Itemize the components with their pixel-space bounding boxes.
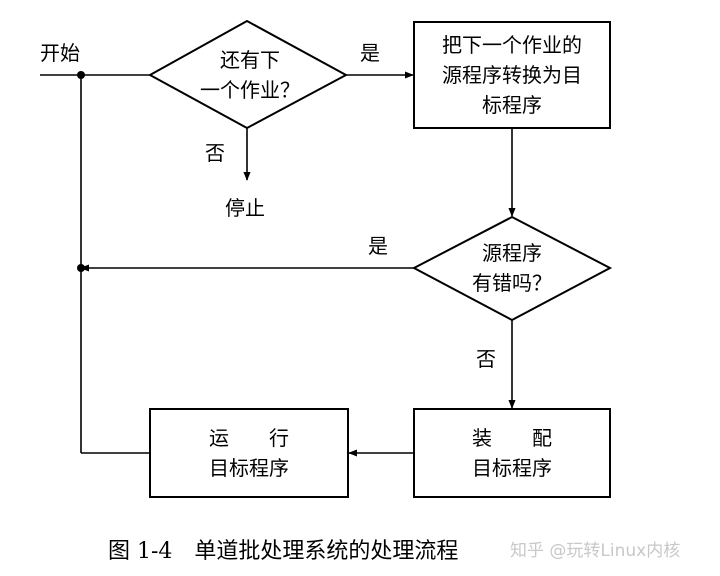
junction-mid (77, 264, 85, 272)
yes-label-mid: 是 (368, 234, 388, 258)
decision-more-jobs: 还有下 一个作业？ (147, 19, 349, 130)
figure-caption: 图 1-4 单道批处理系统的处理流程 (108, 539, 458, 564)
decision-errors: 源程序 有错吗？ (411, 215, 613, 322)
run-box-line-1: 运 行 (209, 426, 289, 450)
decision-more-jobs-line-1: 还有下 (220, 48, 280, 72)
convert-box-line-3: 标程序 (482, 93, 542, 117)
watermark: 知乎 @玩转Linux内核 (510, 541, 680, 561)
yes-label-top: 是 (360, 41, 380, 65)
edges (40, 71, 516, 457)
convert-box-line-1: 把下一个作业的 (442, 33, 582, 57)
decision-errors-line-1: 源程序 (482, 241, 542, 265)
decision-more-jobs-line-2: 一个作业？ (200, 78, 300, 102)
run-box: 运 行 目标程序 (149, 408, 349, 498)
assemble-box-line-2: 目标程序 (472, 456, 552, 480)
start-label: 开始 (40, 41, 80, 65)
stop-label: 停止 (225, 196, 265, 220)
decision-errors-line-2: 有错吗？ (472, 271, 552, 295)
junction-top (77, 71, 85, 79)
no-label-top: 否 (205, 141, 225, 165)
convert-box: 把下一个作业的 源程序转换为目 标程序 (413, 21, 611, 129)
assemble-box-line-1: 装 配 (472, 426, 552, 450)
convert-box-line-2: 源程序转换为目 (442, 63, 582, 87)
assemble-box: 装 配 目标程序 (413, 408, 611, 498)
run-box-line-2: 目标程序 (209, 456, 289, 480)
no-label-mid: 否 (476, 347, 496, 371)
